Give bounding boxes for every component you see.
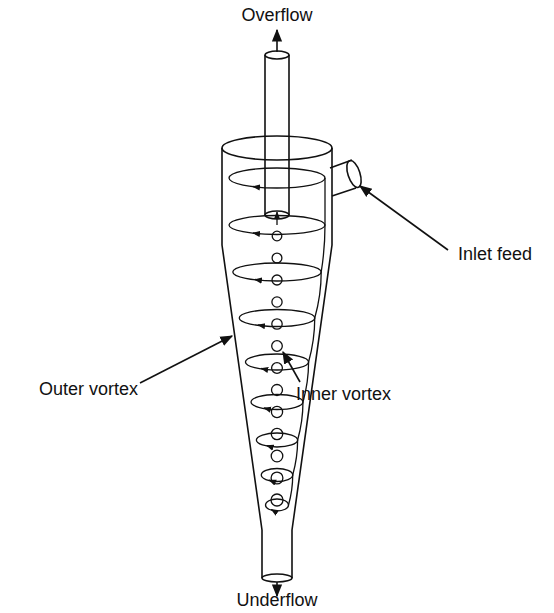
inner-vortex-loop <box>272 231 282 241</box>
outer-vortex-loop <box>233 263 321 281</box>
underflow-pipe <box>262 530 292 578</box>
cyclone-body <box>222 51 364 582</box>
outer-vortex-loop <box>239 310 315 327</box>
overflow-end <box>265 51 289 59</box>
vortex-direction <box>271 510 273 511</box>
inner-vortex-loop <box>272 363 283 374</box>
inner-vortex-loop <box>271 472 283 484</box>
vortex-spirals <box>229 168 325 511</box>
inner-vortex-loop <box>272 275 282 285</box>
cylinder-cone <box>222 148 332 530</box>
vortex-direction <box>253 187 260 188</box>
overflow-pipe <box>265 55 289 215</box>
inner-vortex-loop <box>271 428 282 439</box>
inner-vortex-loop <box>271 450 283 462</box>
inner-vortex-loop <box>272 341 283 352</box>
flow-label: Overflow <box>241 6 312 26</box>
vortex-direction <box>261 369 266 370</box>
vortex-direction <box>264 408 268 409</box>
inner-vortex-loop <box>272 319 282 329</box>
flow-label: Inlet feed <box>458 245 532 265</box>
outer-vortex-descent <box>293 440 298 475</box>
vortex-direction <box>253 233 260 234</box>
inner-vortex-loop <box>271 494 283 506</box>
outer-vortex-loop <box>261 469 292 482</box>
inner-vortex-loop <box>271 406 282 417</box>
outer-vortex-descent <box>298 402 303 440</box>
outer-vortex-loop <box>229 168 325 188</box>
vortex-direction <box>267 446 270 447</box>
inlet-end <box>344 159 364 189</box>
inlet-pipe <box>330 160 356 196</box>
outer-vortex-descent <box>309 318 315 362</box>
outer-vortex-descent <box>289 475 293 505</box>
overflow-arrow <box>276 30 278 52</box>
outer-vortex-loop <box>265 499 288 511</box>
inlet-arrow <box>360 186 448 250</box>
flow-label: Underflow <box>236 591 317 611</box>
inner-vortex-rise <box>276 212 277 225</box>
cylinder-top <box>222 136 332 160</box>
inner-vortex-loop <box>272 297 282 307</box>
outer-vortex-leader <box>140 336 232 383</box>
vortex-direction <box>255 280 262 281</box>
flow-arrows <box>140 30 448 596</box>
underflow-end <box>262 574 292 582</box>
outer-vortex-descent <box>324 178 325 225</box>
inner-vortex-loop <box>272 385 283 396</box>
outer-vortex-descent <box>321 225 325 272</box>
inner-vortex-loop <box>272 253 282 263</box>
vortex-direction <box>258 325 264 326</box>
outer-vortex-loop <box>251 395 303 410</box>
outer-vortex-descent <box>315 272 321 318</box>
part-label: Inner vortex <box>296 385 391 405</box>
part-label: Outer vortex <box>39 380 138 400</box>
